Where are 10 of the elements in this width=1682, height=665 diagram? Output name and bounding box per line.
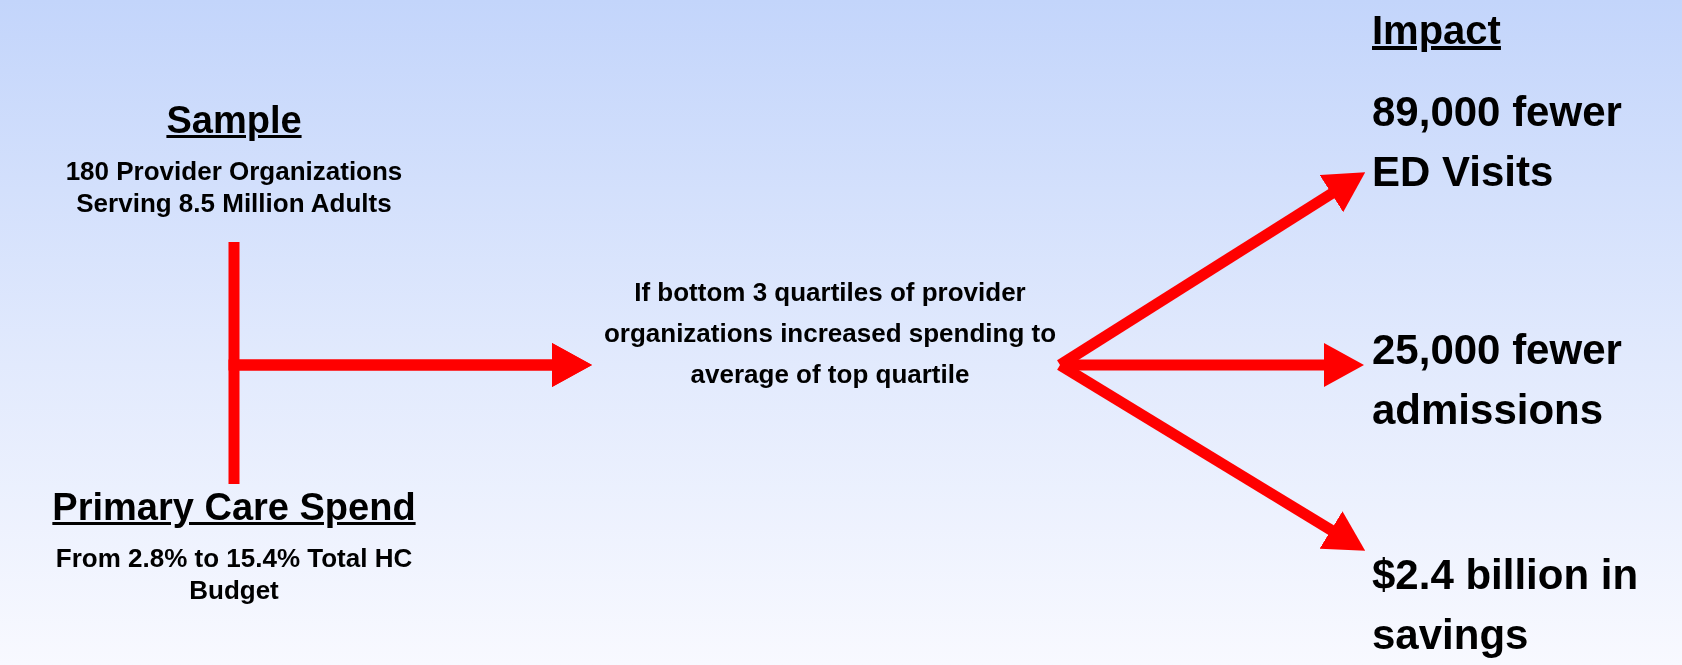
heading: Primary Care Spend <box>52 485 416 530</box>
description-text: 180 Provider Organizations Serving 8.5 Million Adults <box>64 155 404 219</box>
condition-text: If bottom 3 quartiles of provider organizations increased spending to average of top quartile <box>602 276 1058 391</box>
impact-text: $2.4 billion in savings <box>1372 550 1640 660</box>
description-text: From 2.8% to 15.4% Total HC Budget <box>54 542 414 606</box>
arrow <box>228 343 592 484</box>
impact-text: 89,000 fewer ED Visits <box>1372 87 1623 197</box>
impact-text: 25,000 fewer admissions <box>1372 325 1623 435</box>
heading: Sample <box>166 98 302 143</box>
column-heading: Impact <box>1372 7 1501 54</box>
